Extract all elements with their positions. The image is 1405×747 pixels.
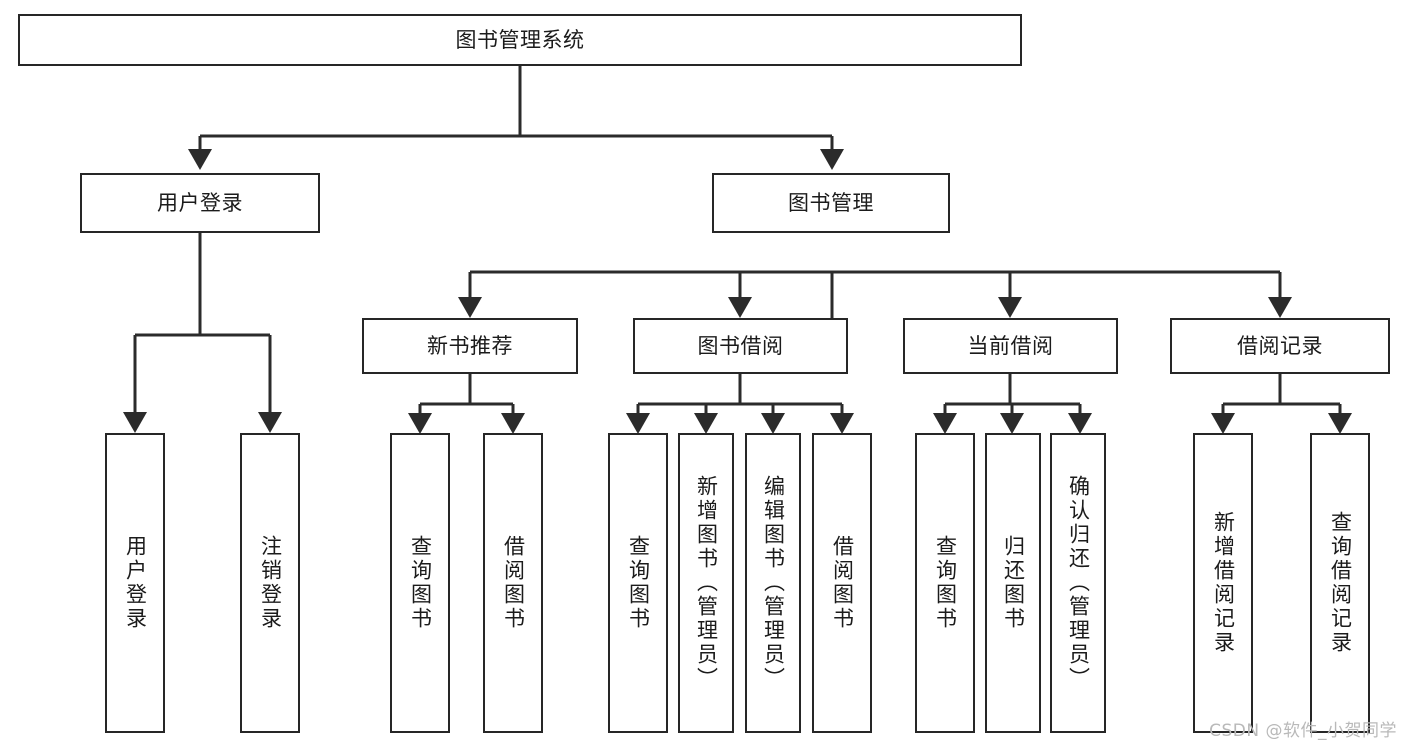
node-borrow-lend-book[interactable]: 借阅图书 bbox=[812, 433, 872, 733]
node-borrow-query-book[interactable]: 查询图书 bbox=[608, 433, 668, 733]
node-borrow-record-label: 借阅记录 bbox=[1237, 333, 1323, 358]
node-record-add-record-label: 新增借阅记录 bbox=[1211, 511, 1236, 655]
node-new-book-recommend-label: 新书推荐 bbox=[427, 333, 513, 358]
node-current-borrow[interactable]: 当前借阅 bbox=[903, 318, 1118, 374]
node-current-borrow-label: 当前借阅 bbox=[967, 333, 1054, 358]
node-login-label: 用户登录 bbox=[123, 535, 148, 631]
node-newbook-borrow-book-label: 借阅图书 bbox=[501, 535, 526, 631]
node-borrow-query-book-label: 查询图书 bbox=[626, 535, 651, 631]
node-current-query-book[interactable]: 查询图书 bbox=[915, 433, 975, 733]
node-login[interactable]: 用户登录 bbox=[105, 433, 165, 733]
node-root-label: 图书管理系统 bbox=[455, 27, 585, 52]
node-root[interactable]: 图书管理系统 bbox=[18, 14, 1022, 66]
node-newbook-query-book-label: 查询图书 bbox=[408, 535, 433, 631]
node-book-borrow-label: 图书借阅 bbox=[697, 333, 784, 358]
node-current-return-book[interactable]: 归还图书 bbox=[985, 433, 1041, 733]
node-new-book-recommend[interactable]: 新书推荐 bbox=[362, 318, 578, 374]
node-book-management-label: 图书管理 bbox=[788, 190, 874, 215]
node-current-confirm-return-label: 确认归还（管理员） bbox=[1066, 475, 1091, 691]
node-newbook-borrow-book[interactable]: 借阅图书 bbox=[483, 433, 543, 733]
node-current-query-book-label: 查询图书 bbox=[933, 535, 958, 631]
node-current-return-book-label: 归还图书 bbox=[1001, 535, 1026, 631]
node-current-confirm-return[interactable]: 确认归还（管理员） bbox=[1050, 433, 1106, 733]
node-borrow-edit-book-label: 编辑图书（管理员） bbox=[761, 475, 786, 691]
node-borrow-add-book[interactable]: 新增图书（管理员） bbox=[678, 433, 734, 733]
node-logout-label: 注销登录 bbox=[258, 535, 283, 631]
node-record-query-record-label: 查询借阅记录 bbox=[1328, 511, 1353, 655]
node-book-borrow[interactable]: 图书借阅 bbox=[633, 318, 848, 374]
node-borrow-lend-book-label: 借阅图书 bbox=[830, 535, 855, 631]
node-book-management[interactable]: 图书管理 bbox=[712, 173, 950, 233]
node-record-add-record[interactable]: 新增借阅记录 bbox=[1193, 433, 1253, 733]
node-record-query-record[interactable]: 查询借阅记录 bbox=[1310, 433, 1370, 733]
node-logout[interactable]: 注销登录 bbox=[240, 433, 300, 733]
node-borrow-add-book-label: 新增图书（管理员） bbox=[694, 475, 719, 691]
node-user-login[interactable]: 用户登录 bbox=[80, 173, 320, 233]
node-user-login-label: 用户登录 bbox=[157, 190, 243, 215]
watermark-text: CSDN @软件_小贺同学 bbox=[1209, 721, 1397, 741]
node-borrow-edit-book[interactable]: 编辑图书（管理员） bbox=[745, 433, 801, 733]
node-newbook-query-book[interactable]: 查询图书 bbox=[390, 433, 450, 733]
node-borrow-record[interactable]: 借阅记录 bbox=[1170, 318, 1390, 374]
